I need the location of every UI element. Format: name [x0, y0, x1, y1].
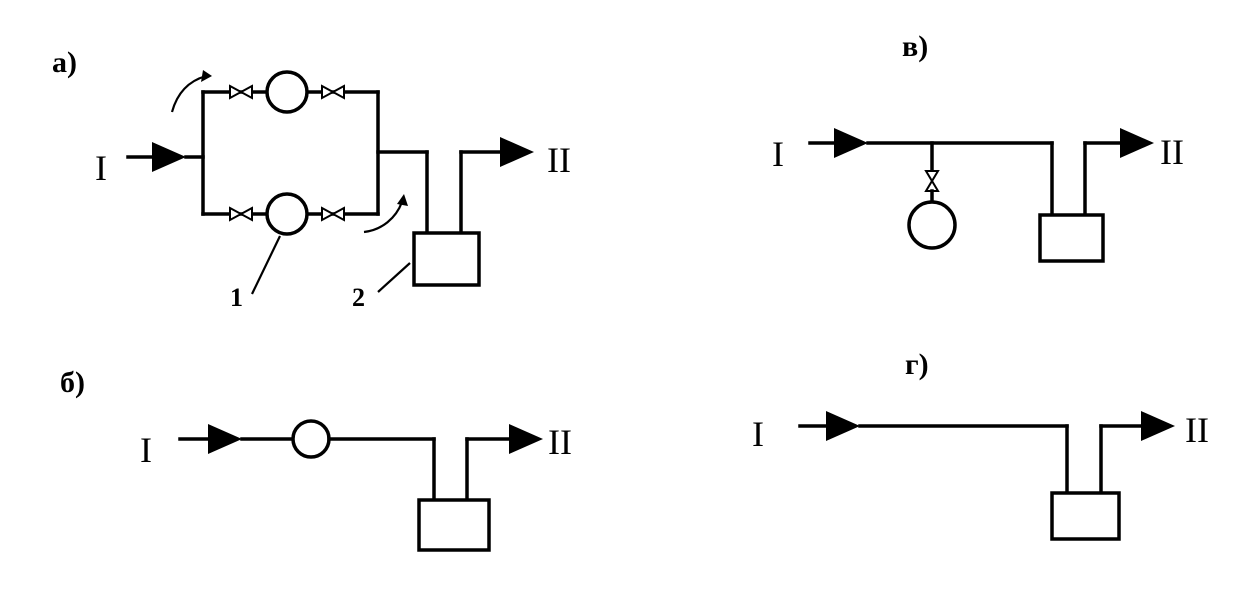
- panel-a-inlet-arrowhead: [152, 142, 186, 172]
- panel-b-label: б): [60, 366, 85, 399]
- panel-g-input-label: I: [752, 414, 764, 454]
- panel-a-callout-2-line: [377, 262, 411, 293]
- panel-b-vessel: [417, 498, 491, 552]
- panel-g-inlet-arrowhead: [826, 411, 860, 441]
- panel-g-exit-arrowhead: [1141, 411, 1175, 441]
- panel-a-meter-top: [265, 70, 309, 114]
- panel-g-vessel: [1050, 491, 1121, 541]
- panel-g-label: г): [905, 348, 929, 381]
- panel-a-input-label: I: [95, 148, 107, 188]
- panel-a-meter-bottom: [265, 192, 309, 236]
- panel-a-flow-arrow-top: [170, 74, 207, 113]
- panel-v-branch-valve: [924, 170, 940, 192]
- panel-b-exit-arrowhead: [509, 424, 543, 454]
- panel-a: а) I: [52, 46, 571, 312]
- panel-a-output-label: II: [547, 140, 571, 180]
- panel-a-flow-arrowhead-bottom: [397, 194, 408, 206]
- panel-a-valve-bottom-left: [229, 206, 253, 222]
- panel-b: б) I II: [60, 366, 572, 552]
- panel-b-meter: [291, 419, 331, 459]
- panel-v-inlet-arrowhead: [834, 128, 868, 158]
- panel-a-exit-arrowhead: [500, 137, 534, 167]
- panel-a-vessel: [412, 231, 481, 287]
- panel-v-label: в): [902, 30, 928, 63]
- panel-v: в) I II: [772, 30, 1184, 263]
- panel-a-valve-top-right: [321, 84, 345, 100]
- panel-a-label: а): [52, 46, 77, 79]
- panel-v-output-label: II: [1160, 132, 1184, 172]
- panel-a-callout-1: 1: [230, 283, 243, 312]
- panel-a-callout-1-line: [251, 235, 281, 295]
- panel-a-flow-arrowhead-top: [201, 70, 212, 82]
- panel-b-inlet-arrowhead: [208, 424, 242, 454]
- panel-a-valve-bottom-right: [321, 206, 345, 222]
- panel-g: г) I II: [752, 348, 1209, 541]
- panel-v-vessel: [1038, 213, 1105, 263]
- panel-v-meter: [907, 200, 957, 250]
- panel-a-valve-top-left: [229, 84, 253, 100]
- panel-b-input-label: I: [140, 430, 152, 470]
- panel-b-output-label: II: [548, 422, 572, 462]
- panel-v-input-label: I: [772, 134, 784, 174]
- panel-v-exit-arrowhead: [1120, 128, 1154, 158]
- panel-g-output-label: II: [1185, 410, 1209, 450]
- panel-a-callout-2: 2: [352, 283, 365, 312]
- panel-a-flow-arrow-bottom: [363, 201, 404, 234]
